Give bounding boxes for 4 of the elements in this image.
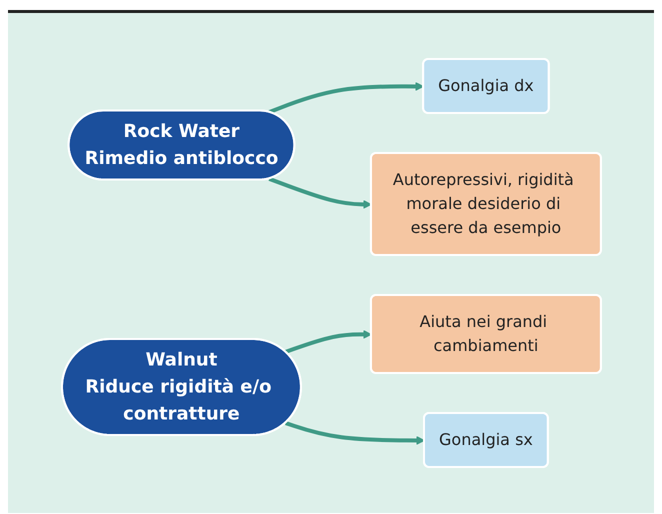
arrow bbox=[284, 421, 424, 445]
arrow bbox=[268, 82, 424, 114]
arrow bbox=[268, 176, 372, 209]
arrow bbox=[284, 330, 372, 354]
